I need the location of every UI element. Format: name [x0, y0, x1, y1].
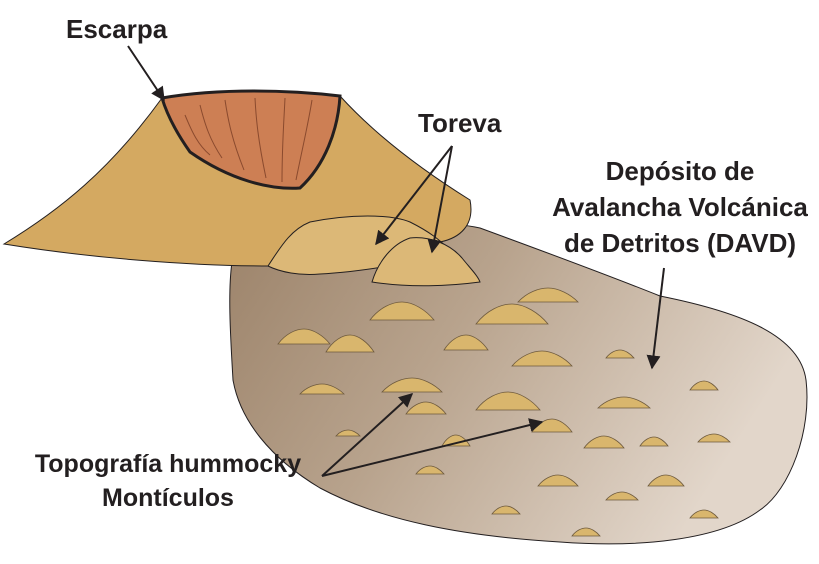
label-hummocky-line2: Montículos: [102, 484, 234, 512]
label-davd-line1: Depósito de: [606, 156, 755, 186]
label-toreva: Toreva: [418, 108, 502, 138]
label-escarpa: Escarpa: [66, 14, 168, 44]
escarpa-arrow: [128, 46, 164, 100]
label-hummocky-line1: Topografía hummocky: [35, 450, 301, 478]
label-davd-line2: Avalancha Volcánica: [552, 192, 808, 222]
label-davd-line3: de Detritos (DAVD): [564, 228, 796, 258]
